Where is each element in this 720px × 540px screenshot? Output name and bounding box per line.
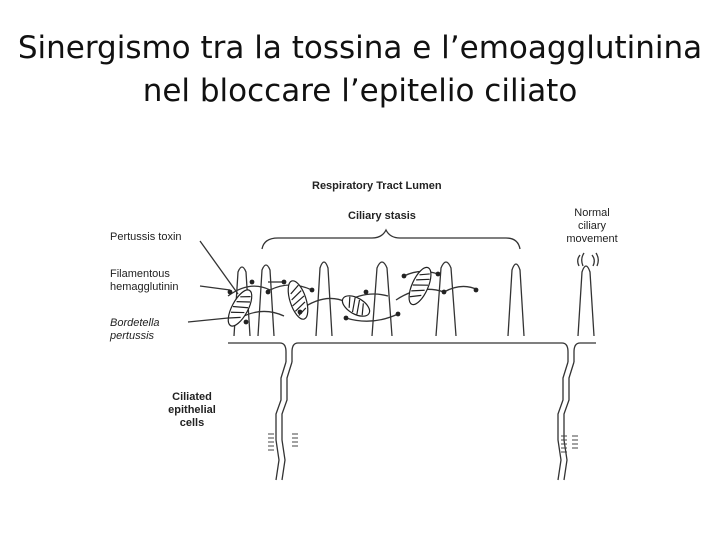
toxin-molecule bbox=[266, 290, 271, 295]
cells-label: Ciliated epithelial cells bbox=[156, 391, 228, 430]
toxin-molecule bbox=[282, 280, 287, 285]
motion-arc bbox=[596, 253, 598, 266]
leader-line-toxin bbox=[200, 241, 238, 294]
leader-line-bacteria bbox=[188, 318, 228, 322]
fha-label: Filamentous hemagglutinin bbox=[110, 268, 179, 294]
cells-label-line3: cells bbox=[156, 417, 228, 430]
toxin-molecule bbox=[298, 310, 303, 315]
fha-label-line2: hemagglutinin bbox=[110, 281, 179, 294]
normal-label-line2: ciliary bbox=[560, 220, 624, 233]
normal-movement-label: Normal ciliary movement bbox=[560, 207, 624, 246]
normal-label-line1: Normal bbox=[560, 207, 624, 220]
toxin-molecule bbox=[244, 320, 249, 325]
toxin-molecule bbox=[310, 288, 315, 293]
fha-strand bbox=[396, 286, 478, 300]
bacteria-label: Bordetella pertussis bbox=[110, 317, 160, 343]
cilium-normal bbox=[578, 266, 594, 336]
basal-body-marks bbox=[292, 434, 298, 446]
toxin-molecule bbox=[250, 280, 255, 285]
bacterium bbox=[284, 279, 312, 322]
basal-body-marks bbox=[268, 434, 274, 450]
bacterium bbox=[405, 264, 436, 307]
basal-body-marks bbox=[572, 436, 578, 448]
toxin-molecule bbox=[364, 290, 369, 295]
toxin-label: Pertussis toxin bbox=[110, 231, 182, 244]
bacteria-label-line2: pertussis bbox=[110, 330, 160, 343]
cilium bbox=[372, 262, 392, 336]
stasis-brace bbox=[262, 230, 520, 249]
stasis-label: Ciliary stasis bbox=[348, 210, 416, 223]
cells-label-line1: Ciliated bbox=[156, 391, 228, 404]
toxin-molecule bbox=[436, 272, 441, 277]
motion-arc bbox=[592, 255, 594, 266]
toxin-molecule bbox=[474, 288, 479, 293]
toxin-molecule bbox=[396, 312, 401, 317]
cilium bbox=[508, 264, 524, 336]
bacterium bbox=[339, 292, 373, 321]
epithelium-surface bbox=[228, 343, 596, 362]
toxin-molecule bbox=[228, 290, 233, 295]
cells-label-line2: epithelial bbox=[156, 404, 228, 417]
motion-arc bbox=[578, 255, 580, 266]
toxin-molecule bbox=[344, 316, 349, 321]
cilium bbox=[258, 265, 274, 336]
toxin-molecule bbox=[402, 274, 407, 279]
leader-line-fha bbox=[200, 286, 230, 290]
cell-boundary-left-b bbox=[282, 362, 292, 480]
bacteria-label-line1: Bordetella bbox=[110, 317, 160, 330]
motion-arc bbox=[582, 253, 584, 266]
toxin-molecule bbox=[442, 290, 447, 295]
lumen-label: Respiratory Tract Lumen bbox=[312, 180, 442, 193]
cell-boundary-right-b bbox=[564, 362, 574, 480]
fha-label-line1: Filamentous bbox=[110, 268, 179, 281]
normal-label-line3: movement bbox=[560, 233, 624, 246]
